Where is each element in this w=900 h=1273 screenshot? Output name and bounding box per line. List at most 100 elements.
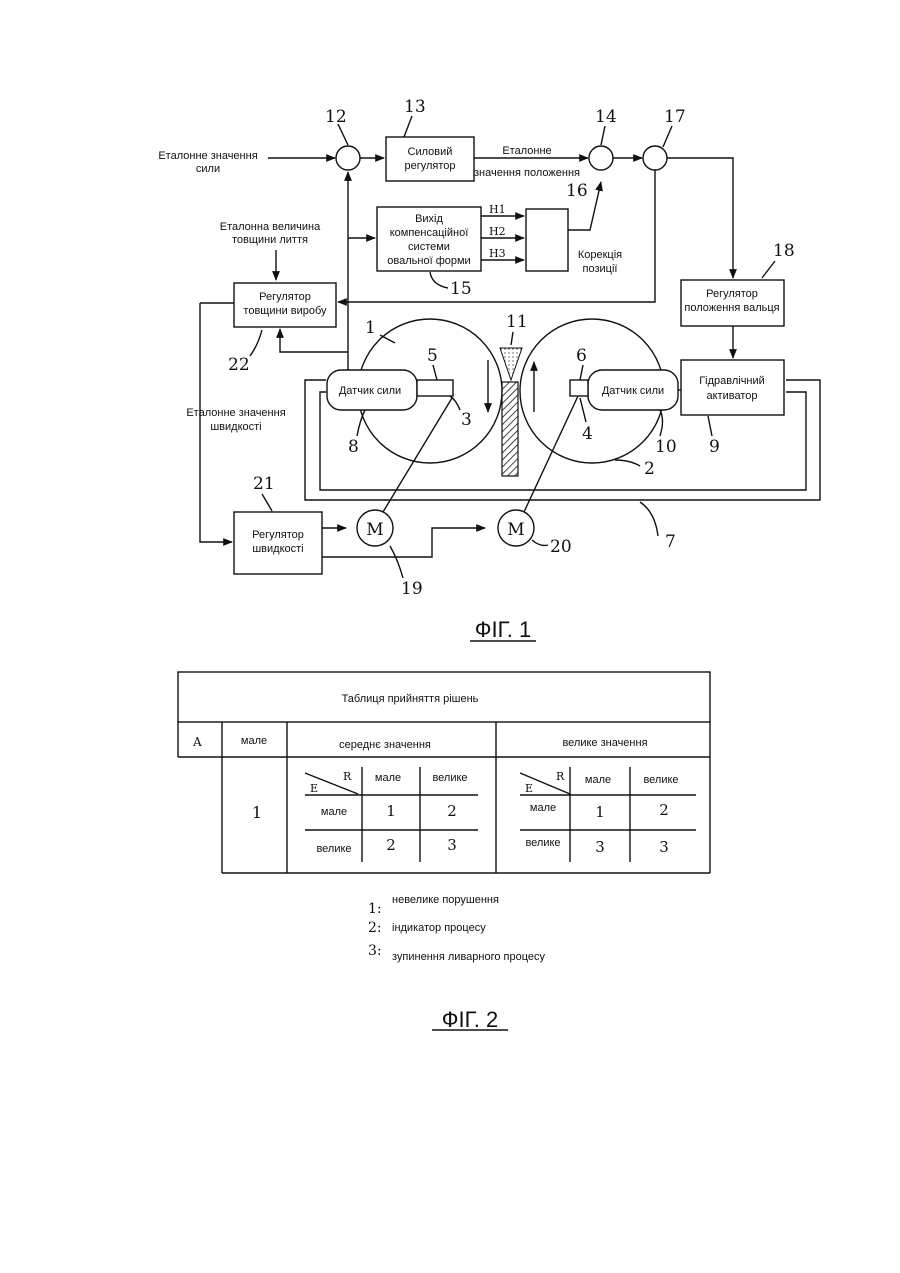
roll-position-label-1: Регулятор xyxy=(706,288,758,300)
column-a-header: A xyxy=(192,735,202,749)
large-row-small: мале xyxy=(530,802,556,814)
ref-19: 19 xyxy=(401,579,423,599)
summing-junction-14 xyxy=(589,146,613,170)
ref-speed-label-1: Еталонне значення xyxy=(186,407,285,419)
ref-18: 18 xyxy=(773,241,795,261)
ref-7: 7 xyxy=(665,532,676,552)
ref-4: 4 xyxy=(582,424,593,444)
ref-force-label-1: Еталонне значення xyxy=(158,150,257,162)
medium-cell-1-1: 1 xyxy=(386,802,396,820)
medium-row-small: мале xyxy=(321,806,347,818)
thickness-regulator-label-1: Регулятор xyxy=(259,291,311,303)
legend-num-2: 2: xyxy=(368,920,382,936)
large-row-large: велике xyxy=(525,837,560,849)
ref-15: 15 xyxy=(450,279,472,299)
oval-comp-label-3: системи xyxy=(408,241,450,253)
large-corner-r: R xyxy=(556,770,565,783)
ref-12: 12 xyxy=(325,107,347,127)
legend-num-3: 3: xyxy=(368,943,382,959)
speed-regulator-label-1: Регулятор xyxy=(252,529,304,541)
signal-h3: H3 xyxy=(489,247,506,260)
ref-position-label-1: Еталонне xyxy=(502,145,551,157)
ref-5: 5 xyxy=(427,346,438,366)
medium-cell-1-2: 2 xyxy=(447,802,457,820)
bearing-3 xyxy=(417,380,453,396)
legend-text-1: невелике порушення xyxy=(392,894,499,906)
column-medium-header: середнє значення xyxy=(339,739,431,751)
ref-force-label-2: сили xyxy=(196,163,220,175)
figure-2-title: ФІГ. 2 xyxy=(442,1007,499,1032)
ref-thickness-label-1: Еталонна величина xyxy=(220,221,321,233)
legend-text-2: індикатор процесу xyxy=(392,922,486,934)
ref-13: 13 xyxy=(404,97,426,117)
medium-cell-2-1: 2 xyxy=(386,836,396,854)
large-subgrid: E R мале велике мале велике 1 2 3 3 xyxy=(520,767,696,862)
figure-2: Таблиця прийняття рішень A мале середнє … xyxy=(178,672,710,1032)
force-regulator-label-1: Силовий xyxy=(408,146,453,158)
legend-text-3: зупинення ливарного процесу xyxy=(392,951,546,963)
ref-1: 1 xyxy=(365,318,376,338)
ref-11: 11 xyxy=(506,312,528,332)
medium-col-large: велике xyxy=(432,772,467,784)
large-col-large: велике xyxy=(643,774,678,786)
figure-1-title: ФІГ. 1 xyxy=(475,617,532,642)
summing-junction-12 xyxy=(336,146,360,170)
hydraulic-actuator-box xyxy=(681,360,784,415)
oval-comp-label-2: компенсаційної xyxy=(390,227,469,239)
ref-2: 2 xyxy=(644,459,655,479)
ref-10: 10 xyxy=(655,437,677,457)
oval-comp-label-4: овальної форми xyxy=(387,255,470,267)
ref-8: 8 xyxy=(348,437,359,457)
cast-strip xyxy=(502,382,518,476)
position-correction-label-2: позиції xyxy=(583,263,618,275)
medium-corner-r: R xyxy=(343,770,352,783)
position-correction-box xyxy=(526,209,568,271)
ref-9: 9 xyxy=(709,437,720,457)
thickness-regulator-label-2: товщини виробу xyxy=(243,305,327,317)
legend-num-1: 1: xyxy=(368,901,382,917)
medium-cell-2-2: 3 xyxy=(447,836,457,854)
ref-20: 20 xyxy=(550,537,572,557)
ref-speed-label-2: швидкості xyxy=(210,421,261,433)
ref-21: 21 xyxy=(253,474,275,494)
motor-20-label: M xyxy=(507,520,524,540)
position-correction-label-1: Корекція xyxy=(578,249,622,261)
roll-position-label-2: положення вальця xyxy=(684,302,779,314)
medium-row-large: велике xyxy=(316,843,351,855)
bearing-4 xyxy=(570,380,588,396)
signal-h1: H1 xyxy=(489,203,506,216)
force-regulator-box xyxy=(386,137,474,181)
hydraulic-label-1: Гідравлічний xyxy=(699,375,765,387)
large-col-small: мале xyxy=(585,774,611,786)
summing-junction-17 xyxy=(643,146,667,170)
large-cell-1-1: 1 xyxy=(595,803,605,821)
column-small-header: мале xyxy=(241,735,267,747)
large-cell-1-2: 2 xyxy=(659,801,669,819)
ref-thickness-label-2: товщини лиття xyxy=(232,234,308,246)
ref-22: 22 xyxy=(228,355,250,375)
motor-19-label: M xyxy=(366,520,383,540)
large-cell-2-2: 3 xyxy=(659,838,669,856)
hydraulic-label-2: активатор xyxy=(707,390,758,402)
ref-6: 6 xyxy=(576,346,587,366)
column-large-header: велике значення xyxy=(562,737,647,749)
oval-comp-label-1: Вихід xyxy=(415,213,443,225)
speed-regulator-label-2: швидкості xyxy=(252,543,303,555)
ref-position-label-2: значення положення xyxy=(474,167,580,179)
ref-14: 14 xyxy=(595,107,617,127)
medium-corner-e: E xyxy=(310,782,318,795)
decision-legend: 1: невелике порушення 2: індикатор проце… xyxy=(368,894,546,963)
medium-col-small: мале xyxy=(375,772,401,784)
ref-17: 17 xyxy=(664,107,686,127)
large-cell-2-1: 3 xyxy=(595,838,605,856)
row-a-value: 1 xyxy=(252,803,262,822)
large-corner-e: E xyxy=(525,782,533,795)
figure-1: Еталонне значення сили 12 Силовий регуля… xyxy=(158,97,820,642)
force-regulator-label-2: регулятор xyxy=(404,160,455,172)
force-sensor-right-label: Датчик сили xyxy=(602,385,664,397)
force-sensor-left-label: Датчик сили xyxy=(339,385,401,397)
signal-h2: H2 xyxy=(489,225,506,238)
decision-table-title: Таблиця прийняття рішень xyxy=(342,693,479,705)
ref-3: 3 xyxy=(461,410,472,430)
